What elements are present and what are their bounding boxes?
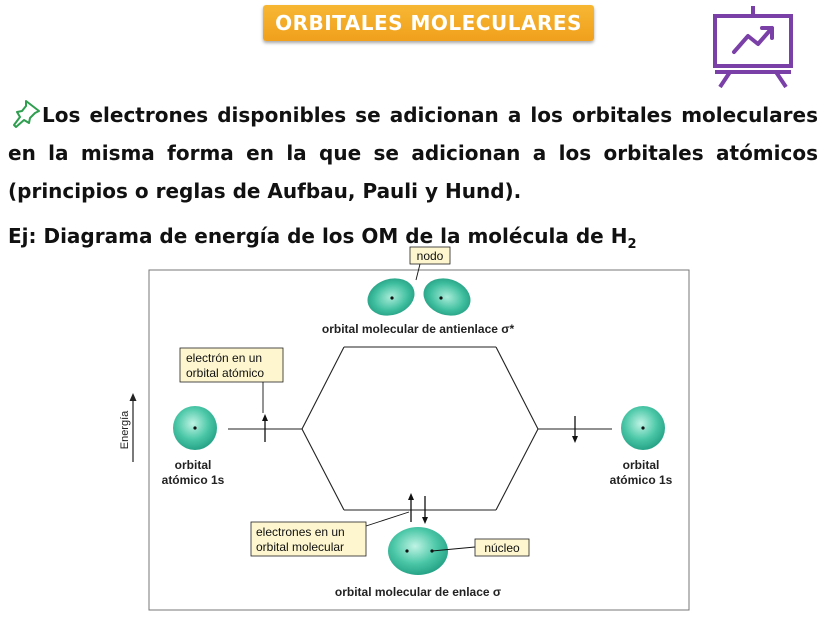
nucleus-label: núcleo — [484, 541, 520, 555]
bonding-orbital — [388, 527, 448, 575]
node-callout: nodo — [409, 246, 451, 265]
antibonding-orbital — [367, 263, 471, 316]
intro-text: Los electrones disponibles se adicionan … — [8, 103, 818, 203]
left-atomic-orbital: orbital atómico 1s — [162, 406, 225, 487]
electron-spin-down-right — [572, 416, 578, 443]
molecular-callout-line1: electrones en un — [256, 525, 345, 539]
right-atomic-orbital: orbital atómico 1s — [610, 406, 673, 487]
left-atomic-label-1: orbital — [175, 458, 212, 472]
molecular-electron-callout: electrones en un orbital molecular — [250, 511, 410, 557]
example-heading: Ej: Diagrama de energía de los OM de la … — [8, 224, 636, 252]
pushpin-icon — [13, 100, 40, 128]
atomic-callout-line1: electrón en un — [186, 351, 262, 365]
right-atomic-label-1: orbital — [623, 458, 660, 472]
energy-axis-label: Energía — [119, 410, 131, 449]
energy-axis: Energía — [119, 393, 137, 462]
presentation-chart-icon — [713, 6, 793, 88]
molecular-callout-line2: orbital molecular — [256, 540, 344, 554]
electron-spin-up-left — [262, 414, 268, 442]
electron-pair-bonding — [408, 493, 428, 524]
title-badge: ORBITALES MOLECULARES — [263, 5, 594, 41]
page-title: ORBITALES MOLECULARES — [275, 11, 582, 35]
example-subscript: 2 — [627, 237, 637, 252]
bonding-label: orbital molecular de enlace σ — [335, 585, 501, 599]
nucleus-callout: núcleo — [431, 538, 530, 557]
antibonding-label: orbital molecular de antienlace σ* — [322, 322, 515, 336]
example-text: Ej: Diagrama de energía de los OM de la … — [8, 224, 628, 248]
intro-paragraph: Los electrones disponibles se adicionan … — [8, 96, 818, 210]
atomic-callout-line2: orbital atómico — [186, 366, 264, 380]
right-atomic-label-2: atómico 1s — [610, 473, 673, 487]
atomic-electron-callout: electrón en un orbital atómico — [179, 347, 284, 413]
left-atomic-label-2: atómico 1s — [162, 473, 225, 487]
node-label: nodo — [417, 249, 444, 263]
